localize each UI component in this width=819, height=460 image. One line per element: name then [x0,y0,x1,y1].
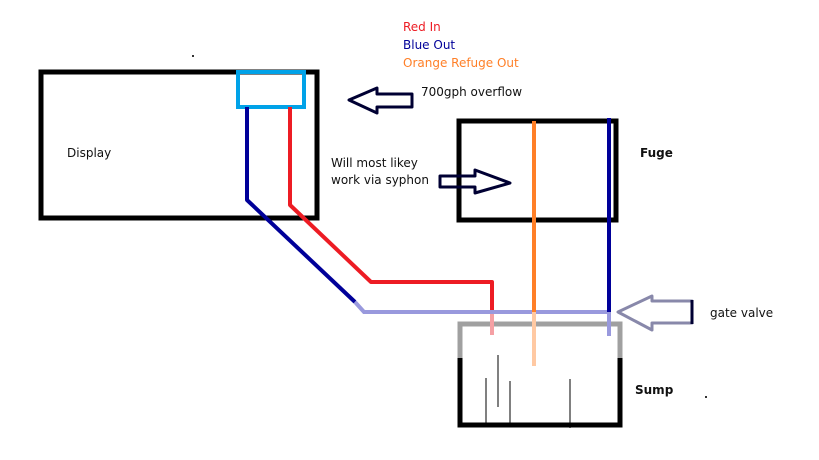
fuge-tank [456,118,619,223]
sump-label: Sump [635,383,674,397]
legend-orange: Orange Refuge Out [403,56,519,70]
legend-blue: Blue Out [403,38,456,52]
overflow-arrow-icon [347,86,414,115]
sump-tank-upper [457,321,623,358]
syphon-arrow-icon [438,168,512,195]
syphon-annotation-line1: Will most likey [331,156,418,170]
display-tank [38,69,320,221]
overflow-annotation: 700gph overflow [421,85,523,99]
gate-valve-arrow-icon [616,294,694,332]
overflow-box [236,70,306,109]
legend-red: Red In [403,20,441,34]
red-in-pipe [288,107,494,330]
syphon-annotation-line2: work via syphon [331,173,429,187]
gate-valve-annotation: gate valve [710,306,774,320]
blue-out-pipe [245,107,357,304]
display-label: Display [67,146,112,160]
stray-dot [705,396,707,398]
fuge-label: Fuge [640,146,673,160]
legend: Red In Blue Out Orange Refuge Out [403,18,519,72]
sump-tank-lower [457,358,623,428]
return-line [353,300,610,314]
stray-dot [192,55,194,57]
